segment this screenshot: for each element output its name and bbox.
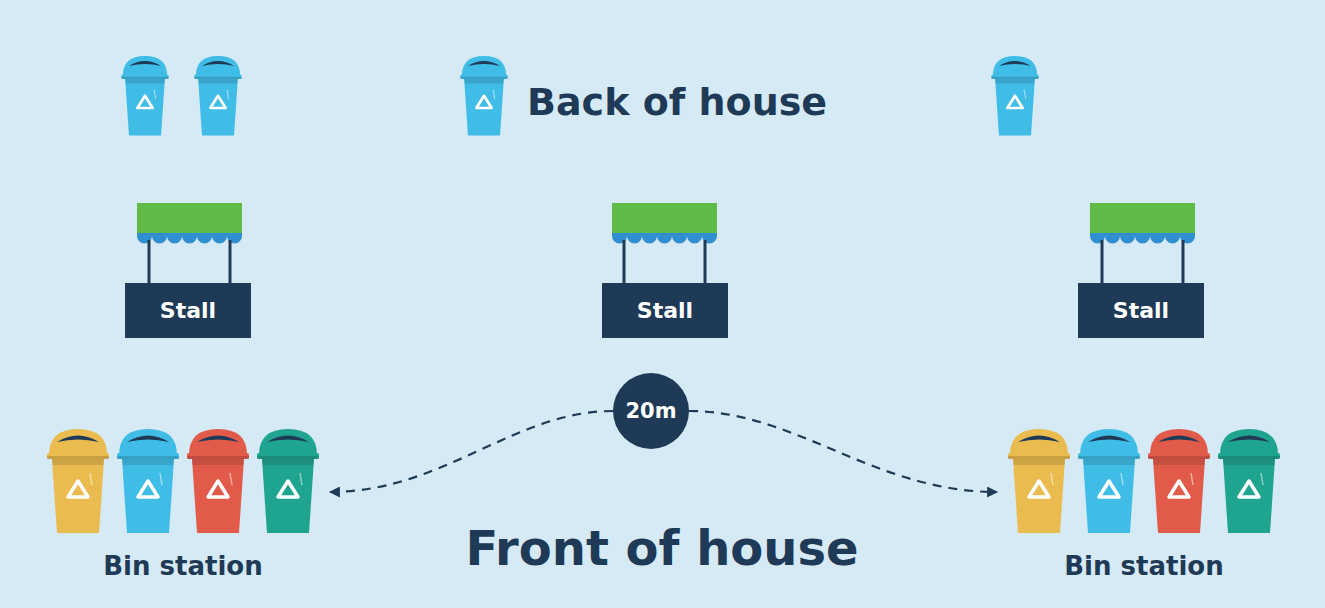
station-label: Bin station [1003, 551, 1285, 581]
stall-box: Stall [125, 283, 251, 338]
distance-value: 20m [625, 399, 676, 423]
area-label: Back of house [527, 80, 827, 124]
stall-label: Stall [637, 298, 693, 323]
stall-box: Stall [1078, 283, 1204, 338]
blue-bin [194, 56, 241, 135]
stall-awning [1090, 203, 1195, 283]
recycling-bin [257, 429, 319, 533]
recycling-bin [187, 429, 249, 533]
area-label: Front of house [465, 520, 858, 576]
bin-station: Bin station [42, 425, 324, 595]
recycling-bin [117, 429, 179, 533]
recycling-bin [47, 429, 109, 533]
back-bins [121, 56, 1038, 135]
recycling-bin [1218, 429, 1280, 533]
stall-label: Stall [1113, 298, 1169, 323]
station-label: Bin station [42, 551, 324, 581]
bin-group [1003, 425, 1285, 537]
distance-arrow [330, 411, 613, 492]
stall-label: Stall [160, 298, 216, 323]
recycling-bin [1078, 429, 1140, 533]
distance-arrow [689, 411, 997, 492]
distance-badge: 20m [613, 373, 689, 449]
stall-box: Stall [602, 283, 728, 338]
recycling-bin [1008, 429, 1070, 533]
bin-group [42, 425, 324, 537]
stall-awning [612, 203, 717, 283]
blue-bin [121, 56, 168, 135]
blue-bin [991, 56, 1038, 135]
bin-station: Bin station [1003, 425, 1285, 595]
stall-awning [137, 203, 242, 283]
blue-bin [460, 56, 507, 135]
recycling-bin [1148, 429, 1210, 533]
